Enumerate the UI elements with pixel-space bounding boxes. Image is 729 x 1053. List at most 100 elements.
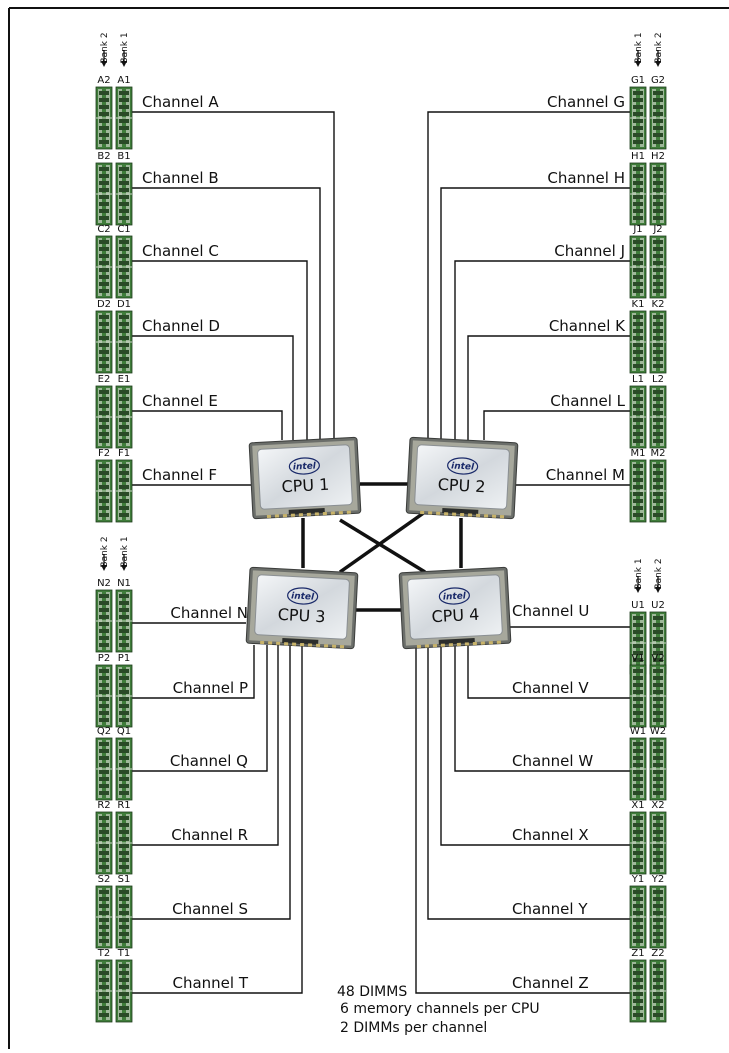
dimm-module-s2 bbox=[95, 885, 113, 949]
intel-logo-icon bbox=[288, 457, 320, 475]
dimm-module-g1 bbox=[629, 86, 647, 150]
wire-channel-x bbox=[440, 645, 630, 846]
dimm-module-n2 bbox=[95, 589, 113, 653]
dimm-module-f2 bbox=[95, 459, 113, 523]
cpu-interconnects bbox=[301, 482, 463, 612]
dimm-module-z1 bbox=[629, 959, 647, 1023]
dimm-module-c2 bbox=[95, 235, 113, 299]
summary-dimm-count: 48 DIMMS bbox=[337, 984, 407, 1000]
dimm-module-d1 bbox=[115, 310, 133, 374]
dimm-module-c1 bbox=[115, 235, 133, 299]
dimm-module-l2 bbox=[649, 385, 667, 449]
summary-dimms-per-channel: 2 DIMMs per channel bbox=[340, 1020, 487, 1036]
dimm-module-e1 bbox=[115, 385, 133, 449]
dimm-module-m1 bbox=[629, 459, 647, 523]
dimm-module-a1 bbox=[115, 86, 133, 150]
channel-label-j: Channel J bbox=[554, 242, 625, 260]
bank-indicator-bottom-right-bank2: Bank 2 bbox=[654, 558, 664, 593]
slot-label-v1: V1 bbox=[631, 653, 644, 664]
slot-label-u1: U1 bbox=[631, 600, 645, 611]
svg-text:Bank 1: Bank 1 bbox=[120, 536, 130, 567]
interconnect-cpu1-cpu4 bbox=[339, 518, 426, 574]
channel-label-t: Channel T bbox=[172, 974, 248, 992]
slot-label-v2: V2 bbox=[651, 653, 664, 664]
slot-label-t2: T2 bbox=[97, 948, 110, 959]
slot-label-x1: X1 bbox=[631, 800, 644, 811]
slot-label-m1: M1 bbox=[631, 448, 646, 459]
dimm-module-v2 bbox=[649, 664, 667, 728]
cpu-brand-cpu3: intel bbox=[291, 591, 315, 602]
slot-label-k1: K1 bbox=[632, 299, 645, 310]
channel-label-b: Channel B bbox=[142, 169, 219, 187]
slot-label-y2: Y2 bbox=[651, 874, 664, 885]
dimm-module-k1 bbox=[629, 310, 647, 374]
slot-label-r1: R1 bbox=[117, 800, 130, 811]
slot-label-q1: Q1 bbox=[117, 726, 131, 737]
slot-label-c1: C1 bbox=[117, 224, 130, 235]
wire-channel-v bbox=[467, 645, 630, 699]
dimm-module-d2 bbox=[95, 310, 113, 374]
intel-logo-icon bbox=[287, 587, 319, 605]
slot-label-w1: W1 bbox=[630, 726, 646, 737]
svg-text:Bank 2: Bank 2 bbox=[100, 32, 110, 63]
channel-label-f: Channel F bbox=[142, 466, 217, 484]
channel-label-x: Channel X bbox=[512, 826, 589, 844]
slot-label-n1: N1 bbox=[117, 578, 131, 589]
wire-channel-y bbox=[427, 645, 630, 920]
channel-label-w: Channel W bbox=[512, 752, 593, 770]
bank-indicator-bottom-left-bank2: Bank 2 bbox=[100, 536, 110, 571]
channel-label-a: Channel A bbox=[142, 93, 219, 111]
dimm-module-w2 bbox=[649, 737, 667, 801]
dimm-module-f1 bbox=[115, 459, 133, 523]
channel-label-k: Channel K bbox=[549, 317, 626, 335]
channel-label-c: Channel C bbox=[142, 242, 219, 260]
cpu-label-cpu3: CPU 3 bbox=[277, 605, 326, 626]
slot-label-e1: E1 bbox=[118, 374, 131, 385]
slot-label-g2: G2 bbox=[651, 75, 665, 86]
wire-channel-a bbox=[132, 111, 335, 440]
cpu-brand-cpu1: intel bbox=[293, 461, 317, 472]
dimm-module-y1 bbox=[629, 885, 647, 949]
wire-channel-j bbox=[454, 260, 630, 440]
dimm-module-j1 bbox=[629, 235, 647, 299]
slot-label-p2: P2 bbox=[98, 653, 110, 664]
wire-channel-d bbox=[132, 335, 294, 440]
dimm-module-r1 bbox=[115, 811, 133, 875]
wire-channel-r bbox=[132, 645, 279, 846]
cpu-label-cpu4: CPU 4 bbox=[431, 605, 480, 626]
dimm-module-k2 bbox=[649, 310, 667, 374]
slot-label-s1: S1 bbox=[118, 874, 131, 885]
dimm-module-b2 bbox=[95, 162, 113, 226]
dimm-module-s1 bbox=[115, 885, 133, 949]
dimm-module-h2 bbox=[649, 162, 667, 226]
dimm-module-e2 bbox=[95, 385, 113, 449]
wire-channel-z bbox=[415, 645, 630, 994]
dimm-module-x2 bbox=[649, 811, 667, 875]
svg-text:Bank 2: Bank 2 bbox=[654, 558, 664, 589]
dimm-module-n1 bbox=[115, 589, 133, 653]
wire-channel-g bbox=[427, 111, 630, 440]
channel-label-v: Channel V bbox=[512, 679, 589, 697]
dimm-module-p1 bbox=[115, 664, 133, 728]
bank-indicator-bottom-right-bank1: Bank 1 bbox=[634, 558, 644, 593]
bank-indicator-top-right-bank1: Bank 1 bbox=[634, 32, 644, 67]
dimm-module-m2 bbox=[649, 459, 667, 523]
cpu-label-cpu2: CPU 2 bbox=[437, 475, 486, 496]
svg-text:Bank 1: Bank 1 bbox=[120, 32, 130, 63]
dimm-module-v1 bbox=[629, 664, 647, 728]
slot-label-b1: B1 bbox=[117, 151, 130, 162]
wire-channel-k bbox=[467, 335, 630, 440]
dimm-module-r2 bbox=[95, 811, 113, 875]
interconnect-cpu2-cpu3 bbox=[338, 510, 427, 574]
cpu-brand-cpu4: intel bbox=[443, 591, 467, 602]
slot-label-u2: U2 bbox=[651, 600, 665, 611]
bank-indicators: Bank 2 Bank 1 Bank 1 Bank 2 Bank 2 Bank 1 Bank… bbox=[100, 32, 664, 593]
slot-label-h1: H1 bbox=[631, 151, 645, 162]
slot-label-f1: F1 bbox=[118, 448, 130, 459]
